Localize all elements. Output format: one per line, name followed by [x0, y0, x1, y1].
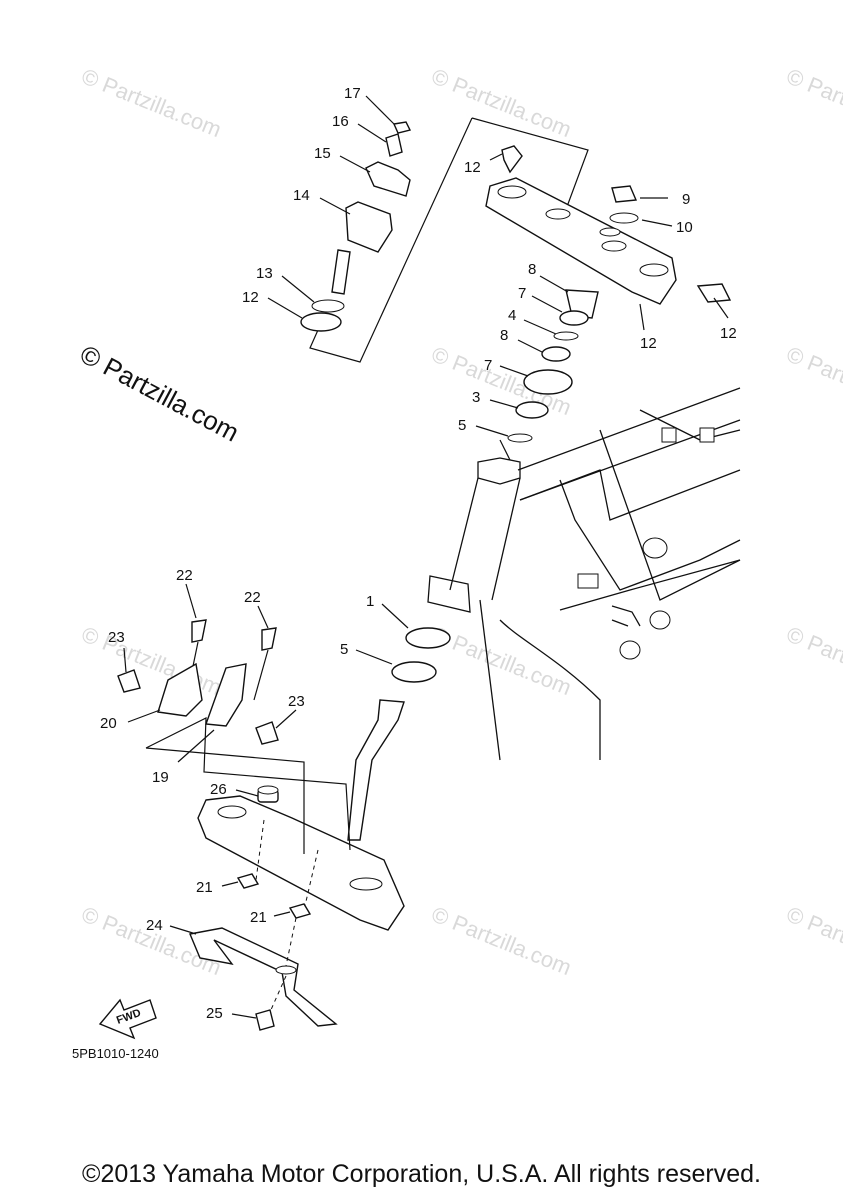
callout-22b: 22	[244, 589, 261, 606]
frame-drawing	[427, 387, 741, 761]
watermark-main: © Partzilla.com	[75, 339, 244, 448]
callout-7b: 8	[500, 327, 508, 344]
callout-22: 22	[176, 567, 193, 584]
callout-26: 26	[210, 781, 227, 798]
steering-stem-stack	[347, 289, 599, 841]
watermark: © Partzilla.com	[78, 63, 225, 142]
callout-24: 24	[146, 917, 163, 934]
callout-1: 1	[366, 593, 374, 610]
callout-8: 8	[528, 261, 536, 278]
callout-11: 12	[640, 335, 657, 352]
handlebar-holder-parts	[300, 121, 412, 332]
watermark: © Partzilla.com	[783, 621, 843, 700]
watermark: © Partzilla.com	[783, 63, 843, 142]
callout-16: 15	[314, 145, 331, 162]
callout-19: 19	[152, 769, 169, 786]
callouts: 17 16 15 14 13 12 12 9 10 8 7 4 8 7 3 5 …	[100, 85, 737, 1022]
callout-2: 3	[472, 389, 480, 406]
upper-group-outline	[309, 117, 589, 363]
callout-13: 12	[242, 289, 259, 306]
callout-5: 5	[340, 641, 348, 658]
callout-12b: 12	[720, 325, 737, 342]
callout-3: 4	[508, 307, 516, 324]
callout-15: 14	[293, 187, 310, 204]
cable-guide-parts	[189, 873, 338, 1031]
diagram-code: 5PB1010-1240	[72, 1046, 159, 1061]
watermark: © Partzilla.com	[783, 341, 843, 420]
callout-7: 7	[518, 285, 526, 302]
copyright-notice: ©2013 Yamaha Motor Corporation, U.S.A. A…	[82, 1160, 761, 1188]
watermark: © Partzilla.com	[428, 901, 575, 980]
lower-bracket	[197, 785, 405, 931]
callout-17: 16	[332, 113, 349, 130]
watermark: © Partzilla.com	[428, 63, 575, 142]
callout-23: 23	[108, 629, 125, 646]
callout-20: 20	[100, 715, 117, 732]
callout-4: 5	[458, 417, 466, 434]
callout-18: 17	[344, 85, 361, 102]
watermark: © Partzilla.com	[783, 901, 843, 980]
callout-23b: 23	[288, 693, 305, 710]
callout-14: 13	[256, 265, 273, 282]
callout-25: 25	[206, 1005, 223, 1022]
callout-21: 21	[196, 879, 213, 896]
watermark-group: © Partzilla.com © Partzilla.com © Partzi…	[78, 63, 843, 980]
callout-21b: 21	[250, 909, 267, 926]
fwd-arrow-icon: FWD	[98, 998, 157, 1040]
callout-9: 9	[682, 191, 690, 208]
callout-10: 10	[676, 219, 693, 236]
side-brackets	[117, 619, 351, 854]
upper-bracket	[485, 145, 732, 305]
callout-12: 12	[464, 159, 481, 176]
callout-6: 7	[484, 357, 492, 374]
